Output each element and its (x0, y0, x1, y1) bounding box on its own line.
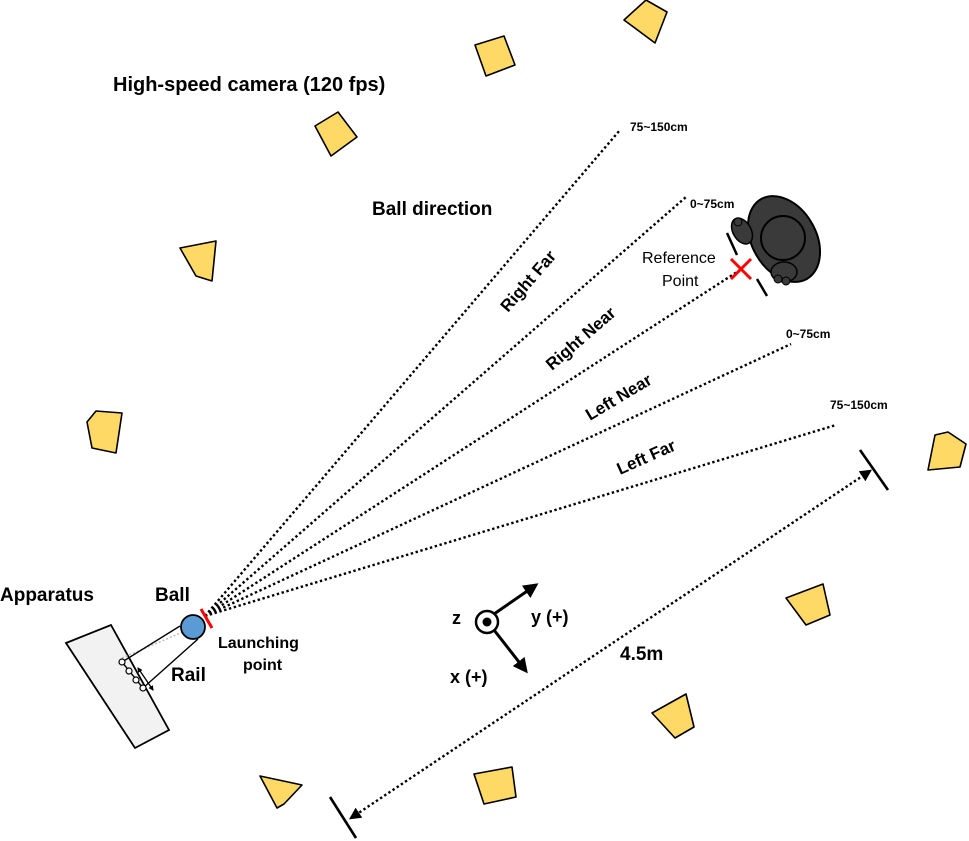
range-label-right-far: 75~150cm (630, 120, 688, 134)
rail-left-line (121, 625, 181, 663)
distance-label: 4.5m (620, 644, 663, 665)
trajectory-label-left-far: Left Far (614, 436, 679, 479)
camera-icon (474, 35, 516, 77)
range-label-left-near: 0~75cm (786, 327, 830, 341)
reference-right-bar (755, 278, 769, 297)
axis-x-label: x (+) (450, 667, 488, 687)
trajectory-right-far-line (204, 129, 621, 617)
reference-point-marker (729, 257, 753, 281)
camera-icon (927, 431, 967, 471)
rail-pivot (132, 676, 140, 684)
ball-icon (180, 614, 206, 640)
coordinate-axes-icon (474, 583, 539, 674)
reference-point-label-line1: Reference (642, 250, 716, 267)
ball-direction-label: Ball direction (372, 199, 492, 220)
camera-icon (785, 583, 831, 626)
camera-icon (86, 410, 123, 454)
trajectory-right-near-line (204, 196, 687, 617)
trajectory-lines (204, 129, 837, 618)
camera-icon (259, 775, 303, 809)
ball-label: Ball (155, 585, 190, 606)
axis-z-label: z (452, 608, 461, 628)
camera-icon (314, 111, 358, 157)
distance-bar-start (328, 796, 358, 839)
rail-label: Rail (171, 665, 206, 686)
trajectory-left-near-line (204, 342, 792, 618)
trajectory-label-right-far: Right Far (497, 247, 561, 316)
range-label-right-near: 0~75cm (690, 197, 734, 211)
distance-arrow (349, 469, 872, 820)
camera-icon (651, 693, 695, 739)
camera-icon (179, 240, 217, 282)
camera-title: High-speed camera (120 fps) (113, 74, 385, 96)
rail-pivot (118, 658, 126, 666)
rail-adjust-arrow (137, 667, 154, 691)
axis-y-label: y (+) (531, 607, 569, 627)
range-label-left-far: 75~150cm (830, 398, 888, 412)
distance-bar-end (858, 449, 890, 491)
apparatus-body (64, 623, 171, 750)
reference-point-label-line2: Point (662, 273, 699, 290)
apparatus-guide-line (121, 628, 191, 659)
launching-point-label-line1: Launching (218, 635, 299, 652)
trajectory-reference-line (204, 268, 741, 618)
apparatus (64, 623, 199, 750)
trajectory-label-left-near: Left Near (582, 370, 655, 424)
launching-point-label-line2: point (243, 657, 283, 674)
camera-icon (473, 766, 517, 805)
launching-point-marker (199, 608, 214, 629)
rail-pivot (139, 684, 147, 692)
rail-pivot (125, 667, 133, 675)
apparatus-label: Apparatus (0, 585, 94, 606)
camera-icon (623, 0, 668, 44)
trajectory-left-far-line (204, 423, 837, 618)
person-icon (730, 195, 822, 286)
reference-left-bar (725, 232, 739, 256)
